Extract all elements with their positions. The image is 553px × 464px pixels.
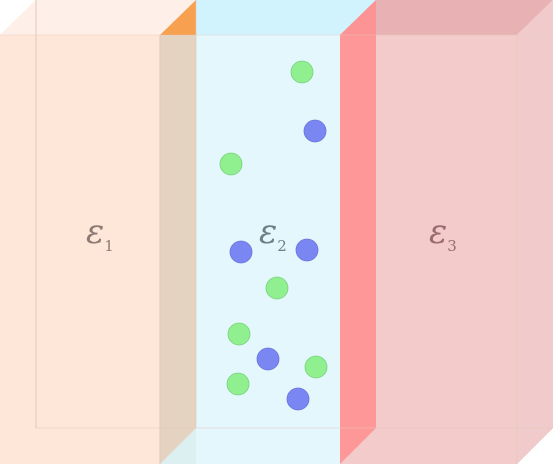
slab-2-label: ε2 — [259, 212, 287, 255]
slab-3-right-face — [517, 0, 553, 464]
slab-1-front-face — [0, 35, 160, 464]
green-particle — [304, 355, 328, 379]
green-particle — [226, 372, 250, 396]
blue-particle — [256, 347, 280, 371]
slab-2-symbol: ε — [259, 212, 277, 252]
slab-3 — [340, 0, 553, 464]
slab-1-right-strip — [160, 35, 196, 464]
slab-2-top-face — [160, 0, 376, 35]
slab-2-top-corner-accent — [160, 0, 196, 35]
blue-particle — [286, 387, 310, 411]
green-particle — [265, 276, 289, 300]
slab-1-symbol: ε — [86, 212, 104, 252]
slab-2-subscript: 2 — [277, 237, 287, 255]
slab-3-top-face — [340, 0, 553, 35]
slab-3-label: ε3 — [429, 212, 457, 255]
slab-1-top-face — [0, 0, 196, 35]
slab-3-symbol: ε — [429, 212, 447, 252]
slab-1-subscript: 1 — [104, 237, 114, 255]
particles-group — [219, 60, 328, 411]
green-particle — [227, 322, 251, 346]
slab-1 — [0, 0, 196, 464]
slab-3-subscript: 3 — [447, 237, 457, 255]
blue-particle — [295, 238, 319, 262]
slab-1-label: ε1 — [86, 212, 114, 255]
blue-particle — [229, 240, 253, 264]
slab-3-front-left-strip — [340, 0, 376, 464]
green-particle — [290, 60, 314, 84]
green-particle — [219, 152, 243, 176]
blue-particle — [303, 119, 327, 143]
